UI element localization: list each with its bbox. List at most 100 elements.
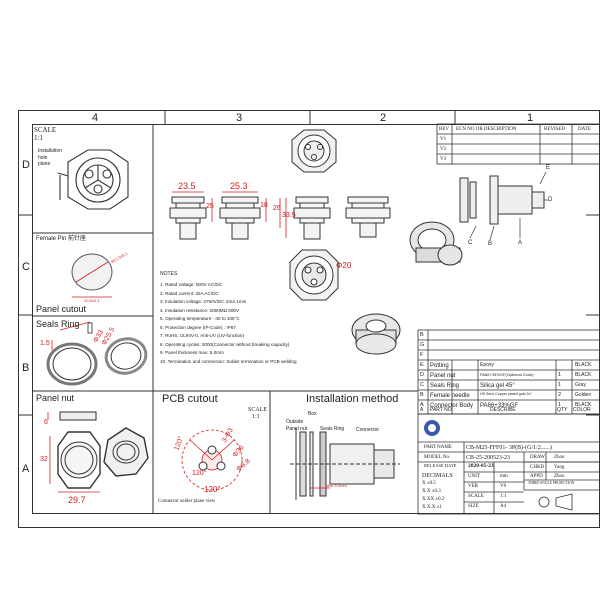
panel-nut-title: Panel nut — [36, 393, 75, 403]
female-pin-label: Female Pin 前针座 — [36, 236, 87, 242]
panel-cutout-title: Panel cutout — [36, 304, 87, 314]
tolerance: X.XX ±0.2 — [422, 497, 445, 502]
bom-letter: G — [420, 342, 425, 348]
bom-header-qty: QTY — [557, 407, 568, 413]
note-line: 9. Panel thickness max: 5.0mm — [160, 350, 224, 355]
panel-nut-thickness: 6 — [44, 419, 48, 426]
size-label: SIZE — [468, 504, 479, 509]
dim-18: 18 — [260, 202, 268, 209]
rev-header-rev: REV — [439, 127, 449, 132]
bom-material: Silica gel 45° — [480, 383, 515, 389]
bom-color: Gray — [575, 382, 586, 388]
bom-letter: C — [420, 382, 424, 388]
bom-qty: 1 — [558, 372, 562, 378]
tolerance: X ±0.5 — [422, 481, 436, 486]
notes-list: 1. Rated voltage: 500V AC/DC 2. Rated cu… — [160, 281, 350, 366]
bom-material: HS Semi Copper plated gold 2u" — [480, 392, 532, 396]
tolerance: X.X ±0.3 — [422, 489, 441, 494]
row-label-d: D — [22, 159, 30, 171]
release-label: RELEASE DATE — [424, 463, 457, 468]
pcb-scale-label: SCALE — [248, 407, 268, 413]
row-label-c: C — [22, 261, 30, 273]
note-line: 6. Protection degree (IP-Code) : IP67 — [160, 324, 236, 330]
note-line: 7. RoHS, UL94V-0, Anti-UV (UV-function) — [160, 333, 244, 338]
bom-color: BLACK — [575, 372, 592, 378]
row-label-b: B — [22, 362, 30, 374]
dim-23-5: 23.5 — [178, 181, 196, 191]
bom-header-desc: DESCRIBE — [490, 407, 516, 413]
rev-header-date: DATE — [578, 127, 591, 132]
bom-material: PA66+33%GF — [480, 403, 519, 409]
bom-letter: F — [420, 352, 424, 358]
bom-header-part: PART NO. — [430, 407, 454, 413]
side-view-label-c: C — [468, 240, 473, 246]
bom-header-color: COLOR — [573, 407, 591, 413]
bom-letter: B — [420, 392, 424, 398]
part-name-value: CB-M25-FFF01- 3P(B)-(G/1/2......) — [466, 445, 552, 451]
installation-title: Installation method — [306, 393, 399, 405]
scale-tb-label: SCALE — [468, 494, 484, 499]
col-label-4: 4 — [92, 112, 99, 124]
note-line: 3. Insulation voltage: 3750V/DC 2mA 1min — [160, 299, 247, 304]
seals-ring-title: Seals Ring — [36, 319, 80, 329]
dim-25-3: 25.3 — [230, 181, 248, 191]
notes-title: NOTES — [160, 271, 178, 277]
projection-label: THIRD ANGLE PROJECTION — [528, 481, 575, 485]
bom-letter: B — [420, 332, 424, 338]
note-line: 2. Rated current: 32A AC/DC — [160, 290, 219, 296]
part-name-label: PART NAME — [424, 445, 452, 450]
model-value: CB-25-200523-23 — [466, 455, 510, 461]
unit-label: UNIT — [468, 474, 480, 479]
bom-color: Golden — [575, 392, 592, 398]
note-line: 10. Termination and connection: Solder t… — [160, 358, 297, 364]
model-label: MODEL No. — [424, 455, 451, 460]
side-view-label-b: B — [488, 241, 493, 247]
draw-value: Zhou — [554, 455, 565, 460]
appd-value: Zhou — [554, 474, 565, 479]
rev-row-v3: V3 — [440, 157, 447, 162]
bom-letter: A — [420, 402, 424, 408]
installation-hole-note: Installation hole plane — [38, 148, 62, 167]
bom-material: Epoxy — [480, 362, 494, 368]
draw-label: DRAW — [530, 455, 545, 460]
pcb-caption: Connector solder plane view — [158, 499, 216, 504]
rev-header-ecn: ECN NO OR DESCRIPTION — [456, 127, 517, 132]
rev-row-v1: V1 — [440, 137, 447, 142]
bom-name: Female needle — [430, 393, 470, 399]
pcb-angle-bottom: 120° — [204, 485, 221, 494]
installation-seals-ring: Seals Ring — [320, 426, 345, 432]
rev-header-revised: REVISED — [544, 127, 566, 132]
scale-value: 1:1 — [34, 134, 43, 142]
installation-outside: Outside — [286, 419, 304, 425]
note-line: 8. Operating cycles: 2000(Connector with… — [160, 341, 290, 347]
decimals-label: DECIMALS — [422, 473, 453, 479]
dim-25: 25 — [206, 203, 214, 210]
pcb-scale-value: 1:1 — [252, 414, 260, 420]
col-label-2: 2 — [380, 112, 387, 124]
panel-cutout-dim-b: 20.5±0.1 — [84, 298, 100, 303]
bom-color: BLACK — [575, 402, 592, 408]
bom-header-id: A — [420, 407, 424, 413]
panel-nut-width: 29.7 — [68, 495, 86, 505]
bom-letter: E — [420, 362, 424, 368]
installation-max: Max 5.0mm — [326, 483, 347, 488]
side-view-label-e: E — [546, 165, 551, 171]
pcb-angle-right: 120° — [192, 470, 207, 477]
bom-name: Potting — [430, 363, 449, 369]
col-label-1: 1 — [527, 112, 534, 124]
bom-material: PA66+33%GF(Optional Color) — [480, 372, 534, 377]
size-value: A4 — [500, 504, 507, 509]
note-line: 4. Insulation resistance: 2000MΩ 500V — [160, 307, 240, 313]
installation-connector: Connector — [356, 427, 380, 433]
pcb-cutout-title: PCB cutout — [162, 393, 218, 405]
installation-panel-nut: Panel nut — [286, 426, 308, 432]
dim-26: 26 — [273, 205, 281, 212]
side-view-label-a: A — [518, 240, 523, 246]
bom-letter: D — [420, 372, 424, 378]
ver-value: V0 — [500, 484, 507, 489]
title-block: PART NAME CB-M25-FFF01- 3P(B)-(G/1/2....… — [418, 414, 600, 514]
panel-nut-height: 32 — [40, 456, 48, 463]
bom-name: Seals Ring — [430, 383, 460, 389]
row-label-a: A — [22, 463, 30, 475]
